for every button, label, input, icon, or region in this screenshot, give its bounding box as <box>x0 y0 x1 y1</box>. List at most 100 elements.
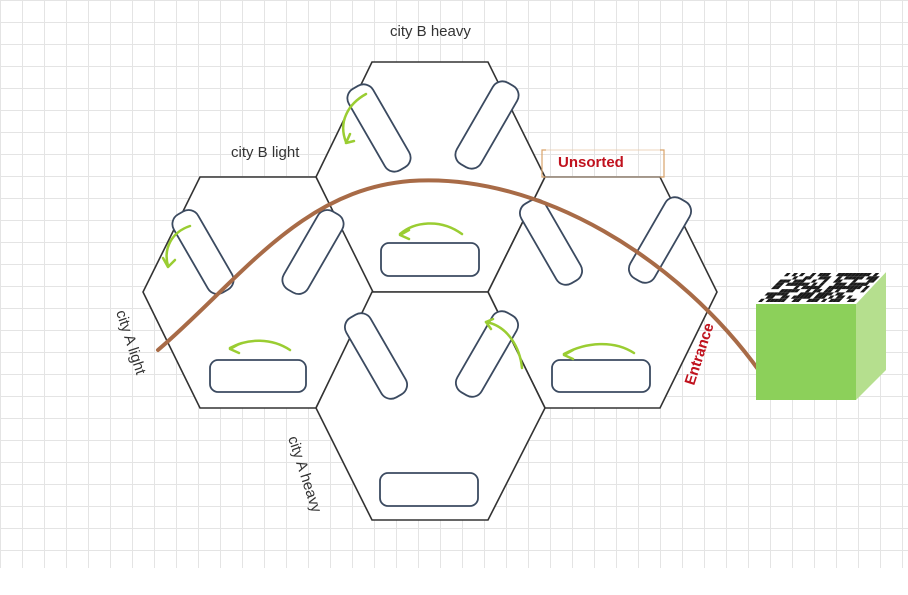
qr-module <box>793 285 800 290</box>
qr-module <box>821 276 829 280</box>
qr-module <box>780 298 788 302</box>
qr-module <box>772 298 780 302</box>
qr-module <box>859 282 866 286</box>
qr-module <box>836 282 844 286</box>
qr-module <box>841 285 848 290</box>
qr-module <box>828 298 836 302</box>
qr-module <box>774 285 782 290</box>
qr-module <box>783 295 791 299</box>
green-arrow-icon <box>562 342 636 361</box>
qr-module <box>837 285 845 290</box>
qr-module <box>851 279 859 283</box>
qr-module <box>848 285 856 290</box>
qr-module <box>838 295 846 299</box>
qr-module <box>793 289 801 293</box>
qr-module <box>791 273 799 277</box>
qr-module <box>862 282 870 286</box>
qr-module <box>850 273 858 277</box>
qr-module <box>817 276 825 280</box>
qr-module <box>782 289 790 293</box>
qr-module <box>804 289 812 293</box>
qr-module <box>838 292 846 296</box>
qr-module <box>792 279 800 283</box>
qr-module <box>779 295 787 299</box>
qr-module <box>839 273 847 277</box>
qr-module <box>835 276 843 280</box>
qr-module <box>812 295 820 299</box>
slot <box>380 242 480 277</box>
qr-module <box>811 282 818 286</box>
qr-module <box>855 282 863 286</box>
green-arrow-icon <box>398 222 464 241</box>
qr-module <box>776 298 784 302</box>
unsorted-label-box <box>541 149 665 178</box>
qr-module <box>805 292 812 296</box>
qr-module <box>827 292 835 296</box>
green-arrow-icon <box>341 92 368 145</box>
slot <box>344 312 408 400</box>
qr-module <box>811 285 819 290</box>
qr-module <box>850 298 858 302</box>
qr-module <box>809 273 817 277</box>
slot <box>454 80 520 170</box>
qr-module <box>829 285 837 290</box>
qr-module <box>845 289 853 293</box>
qr-module <box>844 285 852 290</box>
slot <box>628 196 692 284</box>
qr-module <box>852 285 860 290</box>
qr-module <box>847 282 855 286</box>
qr-module <box>836 279 844 283</box>
qr-module <box>815 289 823 293</box>
qr-module <box>840 282 848 286</box>
slot <box>171 209 235 295</box>
qr-module <box>788 282 796 286</box>
qr-module <box>789 289 797 293</box>
qr-module <box>777 279 785 283</box>
qr-module <box>859 289 867 293</box>
qr-module <box>801 292 809 296</box>
qr-module <box>798 295 806 299</box>
qr-module <box>792 282 800 286</box>
qr-module <box>820 298 828 302</box>
qr-module <box>835 273 843 277</box>
qr-module <box>835 298 843 302</box>
qr-module <box>764 295 772 299</box>
slot <box>551 359 651 393</box>
qr-module <box>826 289 834 293</box>
qr-module <box>834 292 842 296</box>
city-a-heavy-label: city A heavy <box>284 434 325 515</box>
qr-module <box>804 285 812 290</box>
slot <box>281 209 345 295</box>
qr-module <box>869 276 877 280</box>
qr-module <box>768 292 776 296</box>
qr-module <box>798 273 806 277</box>
qr-module <box>817 273 824 277</box>
qr-module <box>857 273 865 277</box>
qr-module <box>783 273 791 277</box>
qr-module <box>785 282 793 286</box>
qr-module <box>831 298 839 302</box>
qr-module <box>811 289 819 293</box>
green-arrow-icon <box>161 224 192 269</box>
qr-module <box>771 292 779 296</box>
qr-module <box>805 295 813 299</box>
qr-module <box>827 295 835 299</box>
slot <box>346 83 412 173</box>
qr-module <box>768 295 776 299</box>
qr-module <box>806 276 814 280</box>
qr-module <box>853 273 861 277</box>
green-arrow-icon <box>484 317 524 370</box>
qr-module <box>790 295 798 299</box>
qr-module <box>863 285 871 290</box>
qr-module <box>784 279 792 283</box>
qr-module <box>818 282 826 286</box>
qr-module <box>819 292 827 296</box>
qr-module <box>794 295 802 299</box>
qr-module <box>872 273 880 277</box>
qr-module <box>786 289 794 293</box>
qr-module <box>861 273 869 277</box>
qr-pattern-icon <box>758 273 880 302</box>
slot <box>379 472 479 507</box>
qr-module <box>782 292 790 296</box>
